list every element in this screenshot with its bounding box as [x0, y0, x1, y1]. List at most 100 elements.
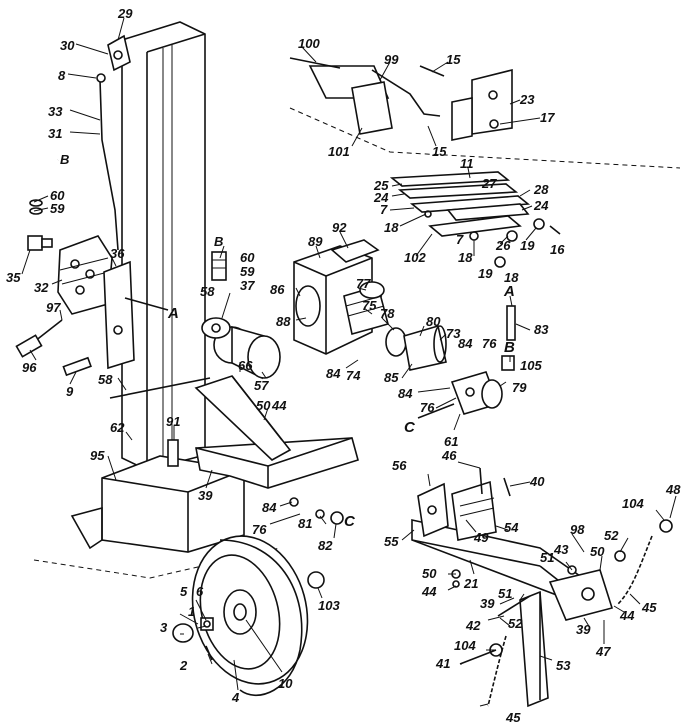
callout-85: 85 — [384, 370, 399, 385]
callout-7: 7 — [380, 202, 388, 217]
callout-2: 2 — [179, 658, 188, 673]
pressure-hose — [417, 403, 455, 419]
safety-chain — [617, 535, 653, 605]
washer — [29, 199, 43, 207]
callout-15: 15 — [446, 52, 461, 67]
callout-19: 19 — [478, 266, 493, 281]
callout-66: 66 — [238, 358, 253, 373]
callout-51: 51 — [498, 586, 512, 601]
callout-75: 75 — [362, 298, 377, 313]
bolt — [109, 377, 211, 399]
callout-60: 60 — [50, 188, 65, 203]
washer — [614, 550, 626, 562]
main-frame — [195, 437, 359, 489]
callout-58: 58 — [200, 284, 215, 299]
callout-21: 21 — [463, 576, 478, 591]
callout-17: 17 — [540, 110, 555, 125]
nut — [494, 256, 506, 268]
control-valve — [57, 235, 113, 315]
coupling — [385, 324, 447, 371]
callout-55: 55 — [384, 534, 399, 549]
wheel-nut — [307, 571, 325, 589]
callout-84: 84 — [262, 500, 277, 515]
leader-lines — [21, 17, 677, 707]
callout-29: 29 — [117, 6, 133, 21]
callout-5: 5 — [180, 584, 188, 599]
bolt — [459, 649, 497, 665]
callout-19: 19 — [520, 238, 535, 253]
wedge-plate — [451, 480, 497, 541]
callout-7: 7 — [456, 232, 464, 247]
plate-stack — [389, 171, 561, 242]
hydraulic-pump — [450, 371, 503, 415]
axle-nut — [200, 617, 214, 631]
callout-59: 59 — [50, 201, 65, 216]
callout-18: 18 — [384, 220, 399, 235]
pin — [62, 356, 92, 377]
washer — [315, 509, 325, 519]
callout-62: 62 — [110, 420, 125, 435]
callout-23: 23 — [519, 92, 535, 107]
callout-40: 40 — [529, 474, 545, 489]
callout-4: 4 — [231, 690, 240, 705]
callout-27: 27 — [481, 176, 497, 191]
callout-73: 73 — [446, 326, 461, 341]
bracket-23 — [451, 68, 513, 141]
callout-92: 92 — [332, 220, 347, 235]
callout-39: 39 — [198, 488, 213, 503]
stand-leg — [519, 590, 549, 708]
callout-45: 45 — [505, 710, 521, 725]
callout-100: 100 — [298, 36, 320, 51]
callout-103: 103 — [318, 598, 340, 613]
callout-18: 18 — [458, 250, 473, 265]
callout-104: 104 — [454, 638, 476, 653]
callout-49: 49 — [473, 530, 489, 545]
callout-84: 84 — [326, 366, 341, 381]
callout-44: 44 — [421, 584, 437, 599]
upper-bracket — [289, 57, 681, 169]
callout-50: 50 — [422, 566, 437, 581]
control-rod — [96, 73, 119, 251]
callout-81: 81 — [298, 516, 312, 531]
callout-104: 104 — [622, 496, 644, 511]
hub-cap — [172, 623, 194, 643]
callout-39: 39 — [576, 622, 591, 637]
callout-a: A — [167, 305, 179, 322]
callout-32: 32 — [34, 280, 49, 295]
callout-91: 91 — [166, 414, 180, 429]
bolt — [419, 65, 445, 77]
callout-41: 41 — [435, 656, 450, 671]
nut — [659, 519, 673, 533]
callout-48: 48 — [665, 482, 681, 497]
callout-51: 51 — [540, 550, 554, 565]
callout-56: 56 — [392, 458, 407, 473]
callout-46: 46 — [441, 448, 457, 463]
callout-76: 76 — [482, 336, 497, 351]
washer — [452, 580, 460, 588]
callout-16: 16 — [550, 242, 565, 257]
hitch-plate — [548, 569, 614, 621]
callout-74: 74 — [346, 368, 361, 383]
callout-47: 47 — [595, 644, 611, 659]
callout-b: B — [60, 152, 69, 167]
vertical-beam — [121, 21, 206, 471]
callout-a: A — [503, 283, 515, 300]
callout-82: 82 — [318, 538, 333, 553]
callout-1: 1 — [188, 604, 195, 619]
cotter-pin — [205, 645, 213, 661]
callout-102: 102 — [404, 250, 426, 265]
callout-105: 105 — [520, 358, 542, 373]
callout-b: B — [504, 339, 515, 356]
engine — [293, 239, 389, 355]
nut — [330, 511, 344, 525]
callout-10: 10 — [278, 676, 293, 691]
callout-26: 26 — [495, 238, 511, 253]
dipstick — [167, 439, 179, 467]
washer — [289, 497, 299, 507]
callout-99: 99 — [384, 52, 399, 67]
callout-60: 60 — [240, 250, 255, 265]
callout-52: 52 — [604, 528, 619, 543]
callout-61: 61 — [444, 434, 458, 449]
callout-3: 3 — [160, 620, 168, 635]
